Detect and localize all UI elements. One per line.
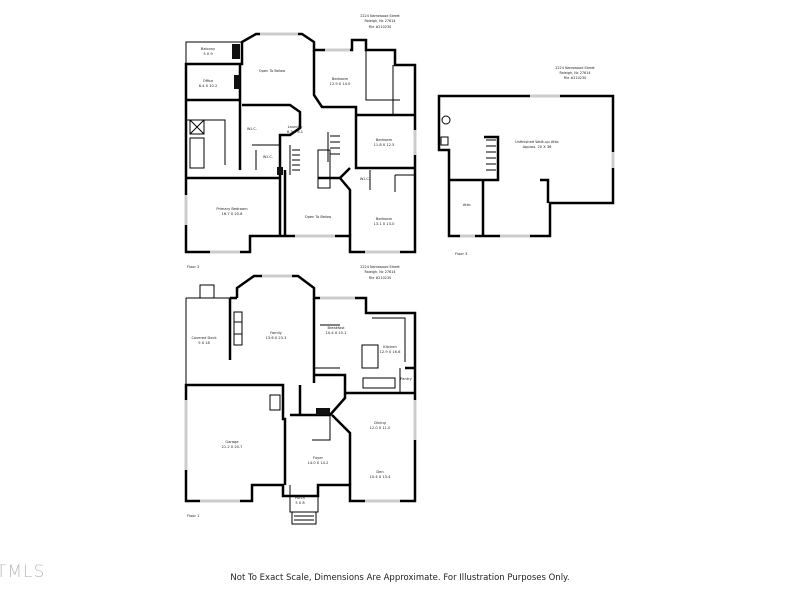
room-name: Office: [203, 79, 214, 83]
room-dimensions: 12.9 X 14.0: [330, 82, 351, 86]
room-dimensions: 6.3 X 6.1: [287, 130, 303, 134]
room-name: Laundry: [288, 125, 304, 129]
address-city: Raleigh, Nc 27614: [364, 270, 395, 274]
address-city: Raleigh, Nc 27614: [364, 19, 395, 23]
room-name: Foyer: [313, 456, 323, 460]
address-file: File #210230: [564, 76, 587, 80]
room-dimensions: 13.1 X 13.0: [374, 222, 395, 226]
room-dimensions: 13.6 X 23.3: [266, 336, 287, 340]
room-name: Pantry: [400, 377, 412, 381]
room-name: Family: [270, 331, 282, 335]
room-name: W.I.C.: [263, 155, 273, 159]
floor-3-plan: [437, 94, 615, 238]
address-street: 2224 Narrowood Street: [555, 66, 595, 70]
room-name: Open To Below: [305, 215, 332, 219]
address-city: Raleigh, Nc 27614: [559, 71, 590, 75]
floor-1-label: Floor 1: [187, 514, 199, 518]
room-dimensions: 12.9 X 16.6: [380, 350, 401, 354]
room-dimensions: 5 X 8: [295, 501, 305, 505]
room-name: Dining: [374, 421, 386, 425]
room-dimensions: 11.8 X 12.5: [374, 143, 395, 147]
room-name: Open To Below: [259, 69, 286, 73]
room-name: Bedroom: [332, 77, 349, 81]
room-dimensions: 14.0 X 14.2: [308, 461, 329, 465]
room-name: Unfinished Walk-up Attic: [515, 140, 559, 144]
address-floor1: 2224 Narrowood Street Raleigh, Nc 27614 …: [360, 265, 400, 280]
room-dimensions: Approx. 20 X 38: [523, 145, 553, 149]
room-name: Primary Bedroom: [216, 207, 248, 211]
room-name: Covered Deck: [191, 336, 217, 340]
room-name: Bedroom: [376, 138, 393, 142]
room-name: Attic: [463, 203, 471, 207]
floor-1-plan: [184, 274, 417, 525]
room-dimensions: 10.4 X 10.1: [326, 331, 347, 335]
room-dimensions: 10.4 X 13.4: [370, 475, 391, 479]
room-name: W.I.C.: [360, 177, 370, 181]
room-name: W.I.C.: [247, 127, 257, 131]
room-name: Den: [376, 470, 383, 474]
floor-3-label: Floor 3: [455, 252, 467, 256]
mls-logo: TMLS: [0, 562, 46, 582]
room-dimensions: 16.7 X 20.8: [222, 212, 243, 216]
room-dimensions: 5 X 9: [203, 52, 213, 56]
room-name: Balcony: [201, 47, 216, 51]
address-street: 2224 Narrowood Street: [360, 265, 400, 269]
address-street: 2224 Narrowood Street: [360, 14, 400, 18]
address-file: File #210230: [369, 276, 392, 280]
room-name: Bedroom: [376, 217, 393, 221]
floor-2-plan: [184, 32, 417, 254]
disclaimer-text: Not To Exact Scale, Dimensions Are Appro…: [230, 573, 570, 583]
address-floor3: 2224 Narrowood Street Raleigh, Nc 27614 …: [555, 66, 595, 80]
room-dimensions: 8.4 X 10.2: [199, 84, 217, 88]
room-name: Kitchen: [383, 345, 397, 349]
room-name: Porch: [295, 496, 305, 500]
address-floor2: 2224 Narrowood Street Raleigh, Nc 27614 …: [360, 14, 400, 29]
room-name: Garage: [225, 440, 239, 444]
room-dimensions: 12.0 X 11.0: [370, 426, 391, 430]
room-name: Breakfast: [327, 326, 345, 330]
floor-2-label: Floor 2: [187, 265, 199, 269]
address-file: File #210230: [369, 25, 392, 29]
room-dimensions: 21.2 X 20.7: [222, 445, 243, 449]
room-dimensions: 9 X 18: [198, 341, 210, 345]
